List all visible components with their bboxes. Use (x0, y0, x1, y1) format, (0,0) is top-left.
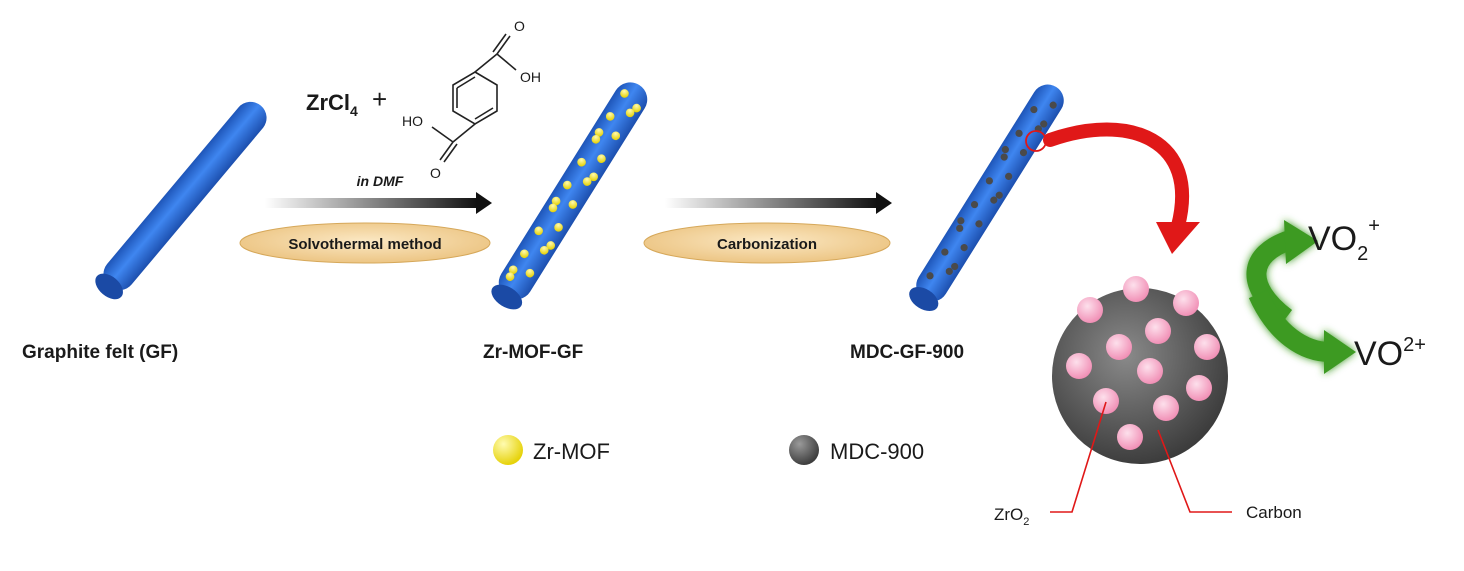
legend-mdc-900: MDC-900 (789, 435, 924, 465)
mdc-900-dot (975, 220, 983, 228)
mdc-900-dot (957, 217, 965, 225)
terephthalic-acid-structure (431, 33, 517, 163)
zr-mof-dot (582, 177, 592, 186)
zro2-dot (1117, 424, 1143, 450)
zr-mof-particles (505, 89, 641, 281)
red-zoom-arrow (1043, 122, 1200, 254)
mdc-900-dot (1005, 172, 1013, 180)
mdc-900-dot (945, 267, 953, 275)
zro2-dot (1194, 334, 1220, 360)
zr-mof-dot (548, 203, 558, 213)
mdc-900-dot (926, 272, 934, 280)
mdc-900-dot (995, 191, 1003, 199)
step2-method-label: Carbonization (717, 236, 817, 253)
green-redox-arrows (1246, 220, 1356, 374)
stage-label-zr-mof-gf: Zr-MOF-GF (483, 342, 583, 363)
zro2-dot (1173, 290, 1199, 316)
mdc-900-dot (1015, 129, 1023, 137)
carbon-callout (1157, 429, 1232, 513)
linker-o-bottom: O (430, 165, 441, 181)
linker-oh-left: HO (402, 113, 423, 129)
zro2-dot (1066, 353, 1092, 379)
mdc-900-dot (1019, 149, 1028, 157)
step2-arrow (665, 192, 892, 214)
zr-mof-dot (632, 103, 641, 113)
step1-method-label: Solvothermal method (288, 236, 441, 253)
stage-label-mdc-gf-900: MDC-GF-900 (850, 342, 964, 363)
zr-mof-dot (577, 157, 586, 167)
mdc-900-dot (960, 243, 968, 252)
mdc-900-particle (1052, 276, 1228, 464)
zro2-dot (1137, 358, 1163, 384)
zr-mof-dot (562, 180, 572, 190)
zro2-dot (1145, 318, 1171, 344)
zrcl4-label: ZrCl4 (306, 90, 358, 119)
zro2-dot (1106, 334, 1132, 360)
step2-method-ellipse (643, 222, 891, 264)
zro2-dot (1123, 276, 1149, 302)
mdc-900-dot (951, 262, 959, 271)
zro2-dot (1153, 395, 1179, 421)
vo2-plus-label: VO2+ (1308, 215, 1380, 265)
zr-mof-dot (539, 245, 549, 255)
legend-mdc-900-label: MDC-900 (830, 439, 924, 464)
zr-mof-dot (591, 134, 601, 144)
zr-mof-dot (520, 249, 529, 259)
carbon-label: Carbon (1246, 503, 1302, 522)
legend-zr-mof: Zr-MOF (493, 435, 610, 465)
zr-mof-dot (551, 196, 561, 206)
mdc-900-dot (956, 224, 964, 232)
linker-o-top: O (514, 18, 525, 34)
zro2-label: ZrO2 (994, 505, 1029, 528)
mdc-gf-900-rod (909, 84, 1064, 311)
zr-mof-dot (568, 200, 578, 209)
zr-mof-dot (620, 89, 629, 98)
zro2-dot (1186, 375, 1212, 401)
linker-oh-right: OH (520, 69, 541, 85)
mdc-900-dot (1000, 153, 1008, 161)
zr-mof-dot (534, 226, 543, 236)
zr-mof-dot (546, 241, 556, 250)
legend-zr-mof-swatch (493, 435, 523, 465)
vo2-2plus-label: VO2+ (1354, 334, 1426, 373)
zr-mof-dot (597, 154, 606, 163)
step1-arrow (265, 192, 492, 214)
zr-mof-dot (605, 112, 615, 121)
mdc-900-dot (970, 200, 979, 209)
zr-mof-dot (625, 108, 635, 118)
zr-mof-dot (508, 265, 518, 275)
mdc-900-dot (1001, 145, 1009, 154)
legend-zr-mof-label: Zr-MOF (533, 439, 610, 464)
zro2-particles (1066, 276, 1220, 450)
step1-method-ellipse (239, 222, 491, 264)
zr-mof-dot (554, 223, 563, 232)
mdc-900-dot (1040, 120, 1048, 128)
mdc-900-dot (1030, 105, 1038, 114)
zr-mof-dot (611, 131, 621, 141)
zro2-callout (1050, 401, 1107, 513)
graphite-felt-rod (95, 101, 267, 300)
zr-mof-dot (525, 268, 535, 278)
step1-condition: in DMF (357, 173, 404, 189)
zr-mof-dot (589, 172, 598, 182)
zr-mof-gf-rod (491, 82, 648, 310)
legend-mdc-900-swatch (789, 435, 819, 465)
plus-sign: + (372, 84, 387, 114)
mdc-900-dot (1049, 101, 1057, 109)
mdc-900-dot (941, 248, 949, 256)
mdc-900-dot (990, 196, 998, 204)
zro2-dot (1077, 297, 1103, 323)
mdc-900-dot (985, 177, 993, 185)
zro2-dot (1093, 388, 1119, 414)
stage-label-gf: Graphite felt (GF) (22, 342, 178, 363)
zr-mof-dot (505, 272, 515, 281)
zr-mof-dot (594, 128, 604, 137)
